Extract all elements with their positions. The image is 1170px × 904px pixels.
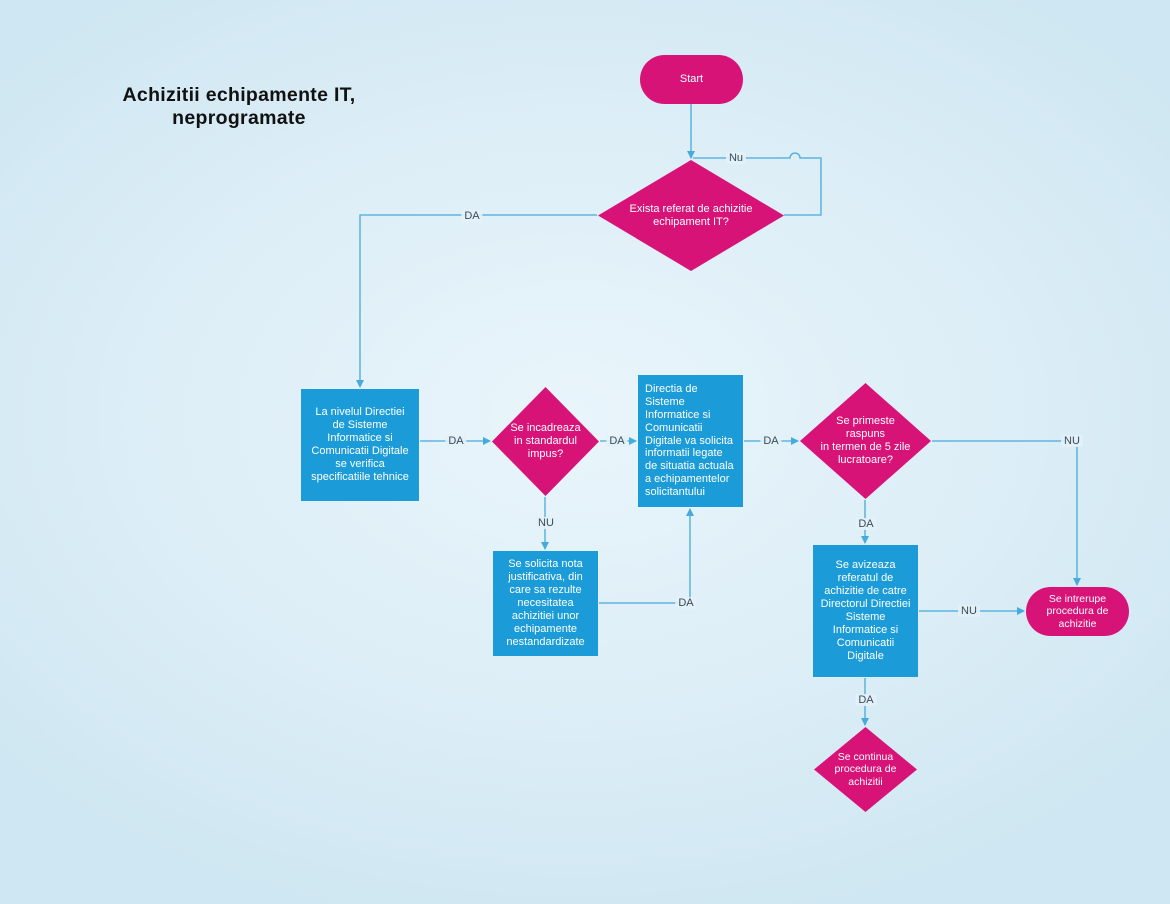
node-process-nota-justificativa: Se solicita nota justificativa, din care… [493, 551, 598, 656]
connector-process-nota-to-process-solicita [599, 508, 694, 604]
node-process-avizare-label: Se avizeaza referatul de achizitie de ca… [820, 559, 911, 662]
node-decision-standard-label: Se incadreaza in standardul impus? [510, 422, 581, 460]
connector-decision-raspuns-to-terminator-intrerupe [932, 440, 1081, 586]
edge-label-da-referat: DA [461, 210, 483, 222]
edge-label-nu-avizare: NU [958, 605, 980, 617]
node-process-verificare: La nivelul Directiei de Sisteme Informat… [301, 389, 419, 501]
connector-decision-referat-to-process-verificare [356, 214, 597, 388]
node-process-solicita-informatii: Directia de Sisteme Informatice si Comun… [638, 375, 743, 507]
node-process-solicita-informatii-label: Directia de Sisteme Informatice si Comun… [645, 382, 734, 499]
edge-label-da-raspuns: DA [855, 518, 877, 530]
edge-label-da-nota: DA [675, 597, 697, 609]
edge-label-nu-standard: NU [535, 517, 557, 529]
edge-label-nu-loop: Nu [725, 152, 747, 164]
node-process-nota-justificativa-label: Se solicita nota justificativa, din care… [506, 558, 585, 648]
edge-label-da-solicita: DA [760, 435, 782, 447]
node-decision-continua-label: Se continua procedura de achizitii [834, 750, 897, 788]
node-process-verificare-label: La nivelul Directiei de Sisteme Informat… [311, 406, 409, 483]
node-decision-referat-label: Exista referat de achizitie echipament I… [629, 202, 753, 228]
edge-label-da-standard: DA [606, 435, 628, 447]
node-start: Start [640, 55, 743, 104]
edge-label-da-avizare: DA [855, 694, 877, 706]
node-start-label: Start [679, 73, 704, 86]
diagram-title: Achizitii echipamente IT, neprogramate [122, 84, 356, 130]
edge-label-nu-raspuns: NU [1061, 435, 1083, 447]
node-process-avizare: Se avizeaza referatul de achizitie de ca… [813, 545, 918, 677]
node-decision-raspuns-label: Se primeste raspuns in termen de 5 zile … [820, 415, 911, 466]
node-terminator-intrerupe-label: Se intrerupe procedura de achizitie [1046, 592, 1109, 630]
node-terminator-intrerupe: Se intrerupe procedura de achizitie [1026, 587, 1129, 636]
connector-nu-loop [693, 152, 822, 216]
edge-label-da-verificare: DA [445, 435, 467, 447]
